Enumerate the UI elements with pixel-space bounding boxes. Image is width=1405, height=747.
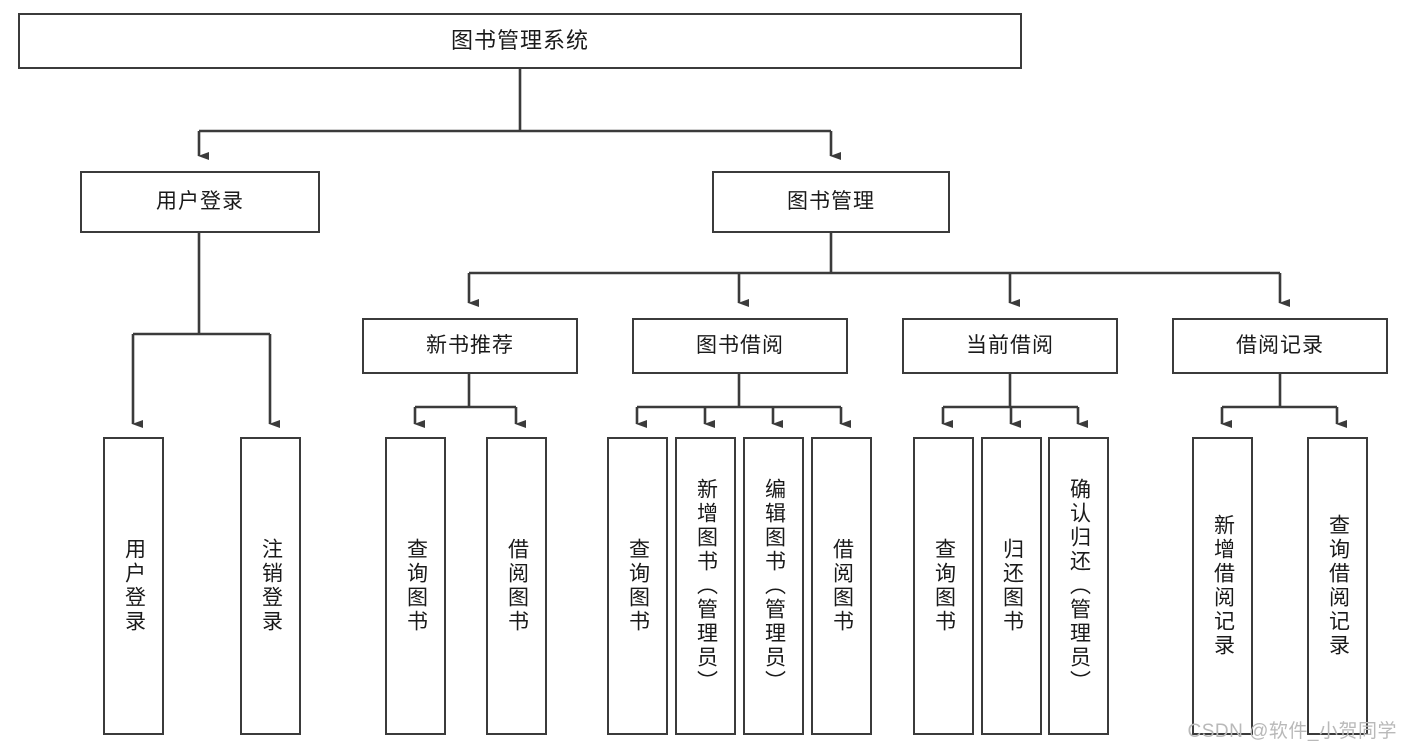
node-label: 注销登录 [259, 538, 283, 634]
leaf-book-borrow-add[interactable]: 新增图书（管理员） [675, 437, 736, 735]
node-label: 新增图书（管理员） [694, 478, 718, 694]
node-label: 新书推荐 [426, 334, 514, 358]
node-borrow-record[interactable]: 借阅记录 [1172, 318, 1388, 374]
leaf-borrow-record-add[interactable]: 新增借阅记录 [1192, 437, 1253, 735]
node-user-login[interactable]: 用户登录 [80, 171, 320, 233]
leaf-new-book-query[interactable]: 查询图书 [385, 437, 446, 735]
node-book-borrow[interactable]: 图书借阅 [632, 318, 848, 374]
node-label: 确认归还（管理员） [1067, 478, 1091, 694]
node-label: 用户登录 [156, 190, 244, 214]
node-label: 借阅图书 [830, 538, 854, 634]
watermark: CSDN @软件_小贺同学 [1187, 721, 1397, 742]
leaf-new-book-borrow[interactable]: 借阅图书 [486, 437, 547, 735]
node-label: 借阅记录 [1236, 334, 1324, 358]
node-label: 查询借阅记录 [1326, 514, 1350, 658]
leaf-book-borrow-borrow[interactable]: 借阅图书 [811, 437, 872, 735]
node-book-management[interactable]: 图书管理 [712, 171, 950, 233]
node-label: 用户登录 [122, 538, 146, 634]
node-label: 新增借阅记录 [1211, 514, 1235, 658]
node-label: 查询图书 [932, 538, 956, 634]
node-label: 图书管理系统 [450, 27, 589, 53]
leaf-current-borrow-return[interactable]: 归还图书 [981, 437, 1042, 735]
leaf-current-borrow-confirm[interactable]: 确认归还（管理员） [1048, 437, 1109, 735]
leaf-book-borrow-query[interactable]: 查询图书 [607, 437, 668, 735]
node-label: 图书借阅 [696, 334, 784, 358]
node-label: 编辑图书（管理员） [762, 478, 786, 694]
node-new-book-recommendation[interactable]: 新书推荐 [362, 318, 578, 374]
leaf-user-login-logout[interactable]: 注销登录 [240, 437, 301, 735]
node-label: 查询图书 [626, 538, 650, 634]
node-book-management-system[interactable]: 图书管理系统 [18, 13, 1022, 69]
leaf-user-login-login[interactable]: 用户登录 [103, 437, 164, 735]
node-current-borrow[interactable]: 当前借阅 [902, 318, 1118, 374]
node-label: 借阅图书 [505, 538, 529, 634]
leaf-current-borrow-query[interactable]: 查询图书 [913, 437, 974, 735]
node-label: 查询图书 [404, 538, 428, 634]
leaf-book-borrow-edit[interactable]: 编辑图书（管理员） [743, 437, 804, 735]
node-label: 归还图书 [1000, 538, 1024, 634]
leaf-borrow-record-query[interactable]: 查询借阅记录 [1307, 437, 1368, 735]
node-label: 当前借阅 [966, 334, 1054, 358]
node-label: 图书管理 [787, 190, 875, 214]
